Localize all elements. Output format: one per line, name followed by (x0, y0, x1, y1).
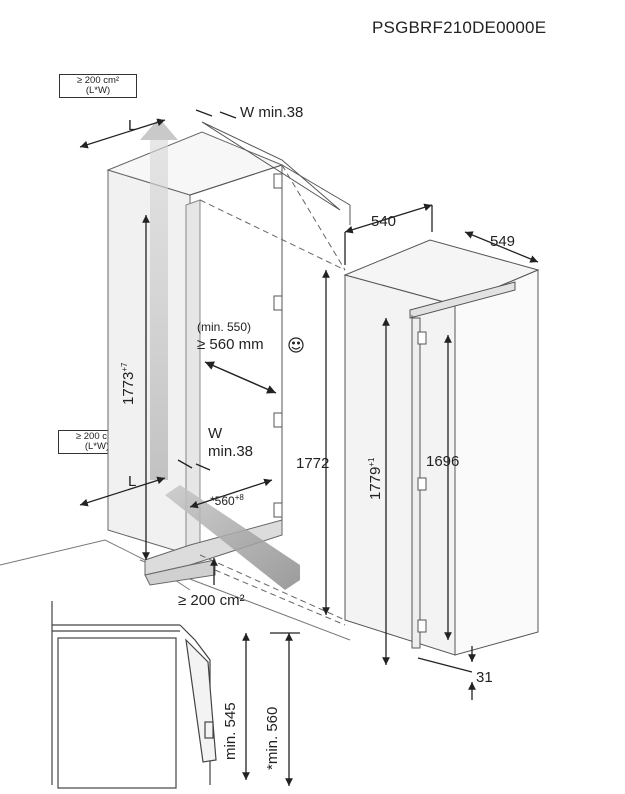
label-1779-tol: +1 (367, 457, 376, 467)
label-560-tol: +8 (234, 493, 244, 502)
model-code: PSGBRF210DE0000E (372, 18, 547, 37)
vent-top-line2: (L*W) (85, 85, 111, 96)
label-1696: 1696 (426, 453, 460, 470)
cabinet-niche (0, 121, 351, 641)
label-560: *560+8 (210, 493, 244, 508)
label-1772: 1772 (296, 455, 330, 472)
label-1779-main: 1779 (367, 466, 384, 500)
label-W-mid-line1: W (208, 425, 223, 442)
label-1773-main: 1773 (120, 371, 137, 405)
dim-door-gap (204, 361, 277, 394)
projection-lines (199, 164, 346, 626)
label-31: 31 (476, 669, 493, 686)
label-L-bottom: L (128, 473, 137, 490)
vent-bottom-line2: (L*W) (84, 441, 110, 452)
smiley-icon (288, 337, 304, 353)
vent-bottom-line1: ≥ 200 cm² (75, 431, 119, 442)
label-vent-floor: ≥ 200 cm² (178, 592, 245, 609)
label-min545: min. 545 (222, 702, 239, 760)
dim-540 (344, 203, 433, 265)
airflow-floor-arrow (165, 485, 300, 590)
label-min560: *min. 560 (264, 706, 281, 770)
label-1773-tol: +7 (120, 362, 129, 372)
dim-L-bottom (79, 476, 166, 507)
dim-W-top (195, 109, 237, 119)
label-1773: 1773+7 (120, 363, 137, 406)
label-door-gap-line2: ≥ 560 mm (197, 336, 264, 353)
label-1779: 1779+1 (367, 458, 384, 501)
label-540: 540 (371, 213, 397, 230)
hinges (273, 173, 283, 518)
dim-min560 (270, 632, 300, 786)
label-door-gap-line1: (min. 550) (197, 320, 252, 334)
label-549: 549 (490, 233, 516, 250)
dim-31 (417, 646, 476, 700)
label-560-main: *560 (210, 494, 235, 508)
dim-W-mid (177, 459, 211, 471)
label-W-mid-line2: min.38 (208, 443, 254, 460)
detail-inset (51, 601, 217, 789)
vent-top-line1: ≥ 200 cm² (76, 75, 120, 86)
vent-top-label: ≥ 200 cm² (L*W) (59, 74, 137, 98)
dim-549 (464, 231, 539, 263)
label-L-top: L (128, 117, 137, 134)
dim-L-top (79, 118, 166, 149)
dim-560 (189, 478, 273, 509)
label-W-top: W min.38 (240, 104, 304, 121)
appliance (343, 239, 540, 656)
